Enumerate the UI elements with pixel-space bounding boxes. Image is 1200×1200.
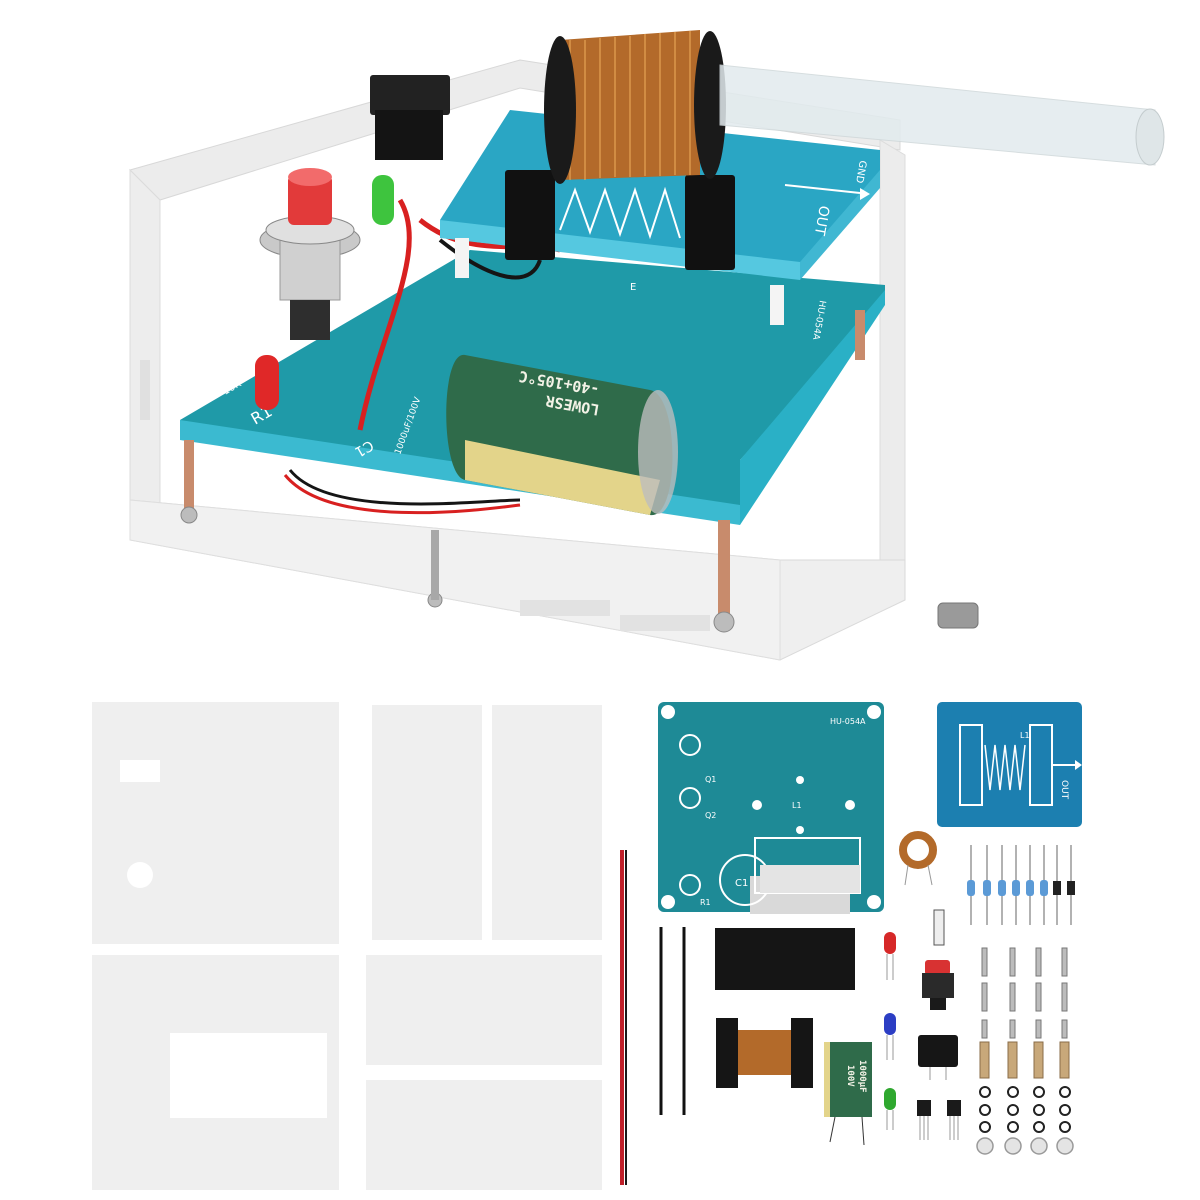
svg-text:Q1: Q1 [705, 775, 716, 784]
screws [981, 947, 1068, 1039]
heatshrink-tube [659, 927, 686, 1115]
bare-main-pcb: HU-054A C1 R1 Q1 Q2 L1 [658, 702, 884, 914]
parts-layout: HU-054A C1 R1 Q1 Q2 L1 OUT L1 [0, 680, 1200, 1200]
svg-text:B: B [360, 298, 370, 314]
svg-text:Q2: Q2 [705, 811, 716, 820]
controls [255, 75, 450, 410]
svg-text:C1: C1 [735, 878, 748, 889]
rocker-switch [918, 1035, 958, 1080]
svg-text:OUT: OUT [1059, 780, 1069, 800]
coil-launcher [505, 30, 1165, 270]
acrylic-panels [92, 702, 602, 1190]
red-black-wire [620, 850, 627, 1185]
hardware [976, 947, 1074, 1155]
svg-text:HU-054A: HU-054A [830, 717, 866, 726]
toroid-inductor [899, 831, 937, 886]
svg-text:E: E [630, 282, 636, 293]
assembled-coil-gun: R1 10K C1 1000uF/100V B E HU-054A LOWESR… [129, 30, 1165, 661]
push-button [922, 960, 954, 1010]
parts-illustration: HU-054A C1 R1 Q1 Q2 L1 OUT L1 [92, 702, 1082, 1190]
loose-capacitor: 1000µF 100V [824, 1042, 872, 1146]
diodes [1053, 881, 1075, 895]
bare-coil-pcb: OUT L1 [937, 702, 1082, 827]
leds [884, 932, 896, 1130]
coil-bobbin [716, 1018, 813, 1088]
transistors [917, 1100, 961, 1140]
battery-holder [715, 928, 855, 990]
electrolytic-capacitor: LOWESR -40+105°C [446, 354, 678, 516]
svg-text:R1: R1 [700, 898, 711, 907]
standoffs [979, 1041, 1070, 1079]
washers [976, 1137, 1074, 1155]
nuts [979, 1086, 1071, 1133]
svg-text:GND: GND [853, 159, 868, 184]
svg-text:L1: L1 [792, 801, 802, 810]
svg-text:1000µF: 1000µF [857, 1060, 867, 1093]
assembled-illustration: R1 10K C1 1000uF/100V B E HU-054A LOWESR… [129, 30, 1165, 661]
svg-text:100V: 100V [845, 1065, 855, 1087]
projectile [937, 602, 979, 629]
spare-projectile [933, 909, 945, 946]
svg-text:L1: L1 [1020, 731, 1030, 740]
svg-text:OUT: OUT [811, 204, 832, 237]
